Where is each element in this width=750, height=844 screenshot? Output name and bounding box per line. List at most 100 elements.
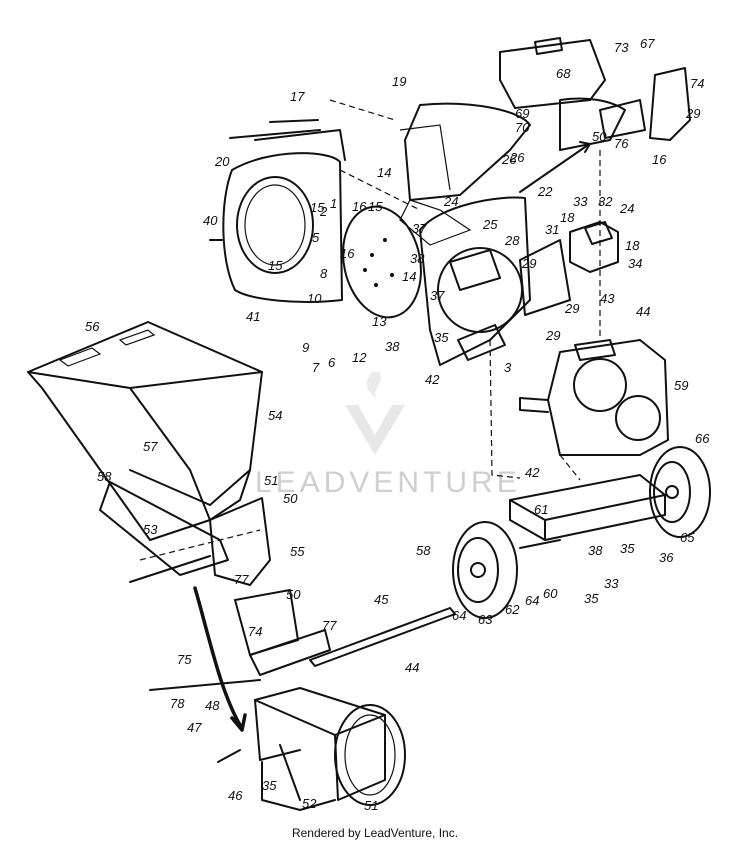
- part-label: 57: [143, 439, 158, 454]
- part-label: 68: [556, 66, 571, 81]
- part-label: 64: [452, 608, 466, 623]
- bolts: [129, 119, 321, 763]
- part-label: 65: [680, 530, 695, 545]
- part-label: 13: [372, 314, 387, 329]
- part-label: 48: [205, 698, 220, 713]
- part-label: 7: [312, 360, 320, 375]
- part-label: 45: [374, 592, 389, 607]
- part-label: 51: [364, 798, 378, 813]
- hopper: [27, 321, 271, 586]
- part-label: 24: [443, 194, 458, 209]
- part-label: 29: [685, 106, 700, 121]
- rotor-disc: [342, 205, 422, 319]
- part-label: 37: [430, 288, 445, 303]
- part-label: 64: [525, 593, 539, 608]
- part-label: 56: [85, 319, 100, 334]
- part-label: 15: [368, 199, 383, 214]
- part-label: 6: [328, 355, 336, 370]
- footer-credit: Rendered by LeadVenture, Inc.: [291, 826, 459, 840]
- part-label: 34: [628, 256, 642, 271]
- part-label: 15: [310, 200, 325, 215]
- part-label: 3: [504, 360, 512, 375]
- part-label: 19: [392, 74, 406, 89]
- wheel-left: [452, 521, 518, 619]
- part-label: 29: [564, 301, 579, 316]
- part-label: 25: [482, 217, 498, 232]
- part-label: 60: [543, 586, 558, 601]
- part-label: 16: [340, 246, 355, 261]
- part-label: 33: [573, 194, 588, 209]
- part-label: 42: [525, 465, 540, 480]
- part-label: 47: [187, 720, 202, 735]
- part-label: 29: [545, 328, 560, 343]
- part-label: 61: [534, 502, 548, 517]
- part-label: 38: [385, 339, 400, 354]
- watermark-logo: [345, 372, 405, 455]
- part-label: 69: [515, 106, 529, 121]
- arrow-up-icon: [519, 141, 591, 193]
- part-label: 20: [214, 154, 230, 169]
- part-label: 55: [290, 544, 305, 559]
- part-label: 54: [268, 408, 282, 423]
- part-label: 12: [352, 350, 367, 365]
- part-label: 35: [620, 541, 635, 556]
- part-label: 76: [614, 136, 629, 151]
- part-label: 26: [501, 152, 517, 167]
- part-label: 40: [203, 213, 218, 228]
- part-label: 44: [405, 660, 419, 675]
- part-label: 31: [545, 222, 559, 237]
- part-label: 10: [307, 291, 322, 306]
- part-label: 62: [505, 602, 520, 617]
- part-label: 15: [268, 258, 283, 273]
- part-labels: 17 19 20 26 14 24 15 1 2 16 15 40 15 5 1…: [85, 36, 710, 813]
- part-label: 16: [652, 152, 667, 167]
- wheel-right: [649, 446, 711, 538]
- housing-plate: [222, 129, 346, 303]
- arrow-down-icon: [193, 586, 247, 732]
- part-label: 50: [283, 491, 298, 506]
- engine: [519, 339, 669, 456]
- part-label: 44: [636, 304, 650, 319]
- part-label: 8: [320, 266, 328, 281]
- part-label: 74: [690, 76, 704, 91]
- engine-bracket: [599, 67, 691, 141]
- part-label: 67: [640, 36, 655, 51]
- part-label: 18: [560, 210, 575, 225]
- part-label: 35: [434, 330, 449, 345]
- part-label: 35: [262, 778, 277, 793]
- part-label: 37: [412, 221, 427, 236]
- part-label: 75: [177, 652, 192, 667]
- part-label: 14: [377, 165, 391, 180]
- part-label: 5: [312, 230, 320, 245]
- part-label: 26: [509, 150, 525, 165]
- discharge-chute: [254, 687, 406, 811]
- part-label: 51: [264, 473, 278, 488]
- part-label: 42: [425, 372, 440, 387]
- part-label: 74: [248, 624, 262, 639]
- part-label: 16: [352, 199, 367, 214]
- part-label: 41: [246, 309, 260, 324]
- part-label: 78: [170, 696, 185, 711]
- part-label: 22: [537, 184, 553, 199]
- frame: [509, 474, 666, 541]
- part-label: 66: [695, 431, 710, 446]
- part-label: 50: [592, 129, 607, 144]
- part-label: 28: [504, 233, 520, 248]
- part-label: 33: [604, 576, 619, 591]
- fuel-tank: [499, 37, 626, 151]
- part-label: 29: [521, 256, 536, 271]
- part-label: 38: [410, 251, 425, 266]
- part-label: 36: [659, 550, 674, 565]
- part-label: 9: [302, 340, 309, 355]
- handle-bracket: [569, 221, 619, 273]
- part-label: 18: [625, 238, 640, 253]
- watermark-text: LEADVENTURE: [255, 466, 521, 499]
- part-label: 63: [478, 612, 493, 627]
- part-label: 32: [598, 194, 613, 209]
- part-label: 52: [302, 796, 317, 811]
- part-label: 38: [588, 543, 603, 558]
- part-label: 1: [330, 196, 337, 211]
- part-label: 58: [97, 469, 112, 484]
- part-label: 53: [143, 522, 158, 537]
